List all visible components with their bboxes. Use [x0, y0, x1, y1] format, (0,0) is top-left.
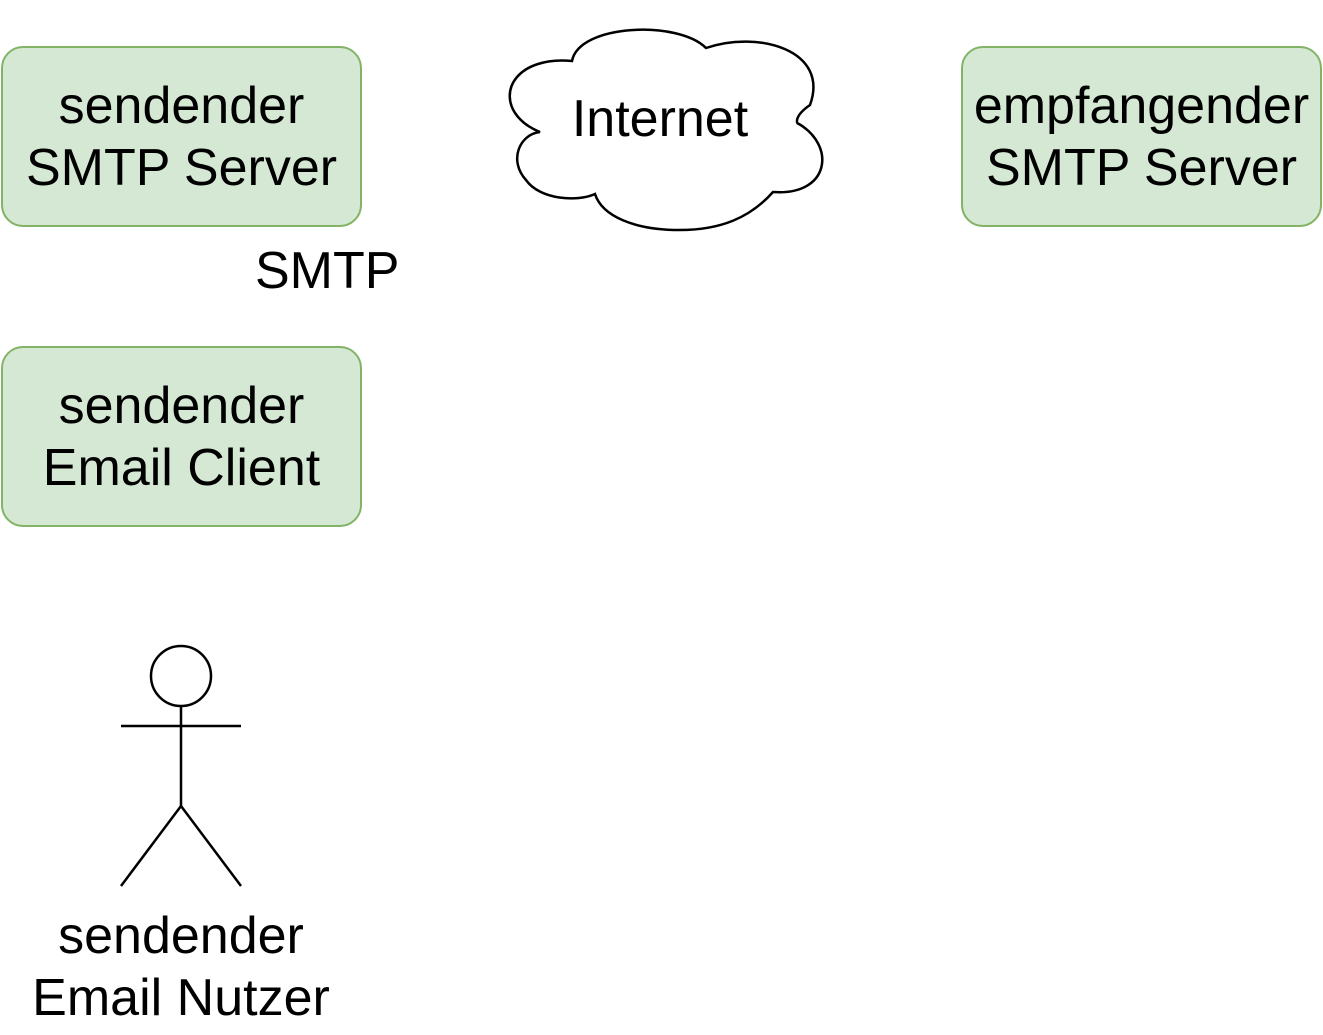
sender-email-user-line2: Email Nutzer [32, 969, 330, 1027]
sender-email-client-line2: Email Client [42, 438, 321, 497]
internet-label: Internet [571, 90, 749, 148]
sender-email-user-label: sendender Email Nutzer [0, 905, 362, 1029]
sender-smtp-server-line2: SMTP Server [25, 138, 338, 197]
person-icon[interactable] [118, 644, 244, 890]
smtp-edge-label: SMTP [255, 242, 400, 300]
receiver-smtp-server-node[interactable]: empfangender SMTP Server [961, 46, 1322, 227]
receiver-smtp-server-line2: SMTP Server [985, 138, 1298, 197]
cloud-icon[interactable] [500, 20, 832, 234]
sender-smtp-server-node[interactable]: sendender SMTP Server [1, 46, 362, 227]
sender-email-client-node[interactable]: sendender Email Client [1, 346, 362, 527]
sender-email-user-line1: sendender [58, 907, 304, 965]
receiver-smtp-server-line1: empfangender [973, 76, 1310, 135]
sender-email-client-line1: sendender [58, 376, 305, 435]
sender-smtp-server-line1: sendender [58, 76, 305, 135]
